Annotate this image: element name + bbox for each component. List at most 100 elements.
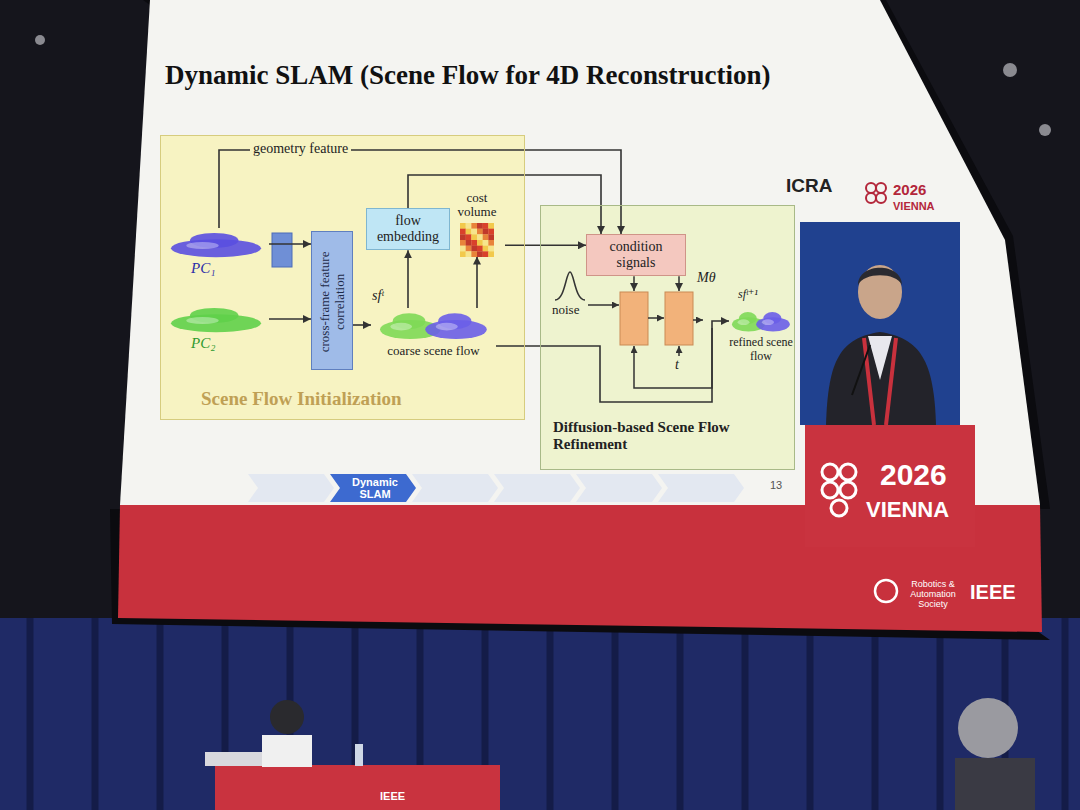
curtain (0, 618, 1080, 810)
process-box: cross-frame feature correlation (311, 231, 353, 370)
iteration-loop (634, 328, 712, 388)
heatmap-cell (471, 228, 477, 234)
heatmap-cell (466, 251, 472, 257)
heatmap-cell (466, 234, 472, 240)
noise-arrow (588, 304, 619, 306)
point-cloud-highlight (390, 323, 412, 331)
seated-person-head (270, 700, 304, 734)
curtain-fold (27, 618, 34, 810)
ceiling-light (1003, 63, 1017, 77)
region-panel: PC₁ PC₂ cross-frame feature correlation flo… (160, 135, 525, 420)
heatmap-cell (488, 240, 494, 246)
noise-label: noise (552, 303, 579, 317)
point-cloud-figure (169, 303, 264, 335)
curtain-fold (677, 618, 684, 810)
point-cloud-label: PC₁ (169, 260, 269, 277)
ceiling-light (35, 35, 45, 45)
timestep-label: t (675, 357, 679, 372)
speaker-video (800, 222, 960, 425)
society-logo (875, 580, 897, 602)
heatmap-cell (460, 245, 466, 251)
curtain-fold (937, 618, 944, 810)
heatmap-cell (488, 223, 494, 229)
conference-city: VIENNA (893, 200, 935, 212)
speaker-head (858, 265, 902, 319)
heatmap-cell (477, 234, 483, 240)
box-label: cross-frame feature correlation (318, 239, 348, 364)
point-cloud-highlight (186, 242, 218, 249)
conference-year: 2026 (880, 458, 947, 491)
podium-panel (805, 425, 975, 547)
point-cloud: PC₂ (169, 303, 269, 352)
heatmap-cell (466, 228, 472, 234)
flower-logo-petal (840, 464, 856, 480)
denoiser-block (620, 292, 648, 345)
heatmap-cell (483, 245, 489, 251)
flow-symbol: sfᵗ (372, 288, 384, 303)
curtain-fold (612, 618, 619, 810)
cost-volume-label: cost volume (449, 191, 505, 220)
water-bottle (355, 744, 363, 766)
edge-label: geometry feature (250, 141, 351, 157)
point-cloud-label: PC₂ (169, 335, 269, 352)
model-symbol: Mθ (697, 270, 716, 285)
audience-head (958, 698, 1018, 758)
slide-title: Dynamic SLAM (Scene Flow for 4D Reconstr… (165, 60, 770, 91)
scene-flow-figure: coarse scene flow (371, 308, 496, 359)
box-label: flow embedding (373, 213, 443, 245)
flow-arrow (496, 321, 729, 402)
heatmap-cell (488, 251, 494, 257)
screen-frame (110, 0, 1050, 640)
block-arrow (648, 317, 664, 319)
cost-volume-heatmap (460, 223, 494, 257)
society-name: Robotics & Automation Society (902, 580, 964, 610)
ieee-logo: IEEE (380, 790, 405, 802)
curtain-fold (547, 618, 554, 810)
speaker-shirt (868, 336, 892, 380)
heatmap-cell (488, 245, 494, 251)
nav-bar (248, 474, 744, 502)
curtain-folds (30, 618, 1065, 810)
nav-chevron (248, 474, 334, 502)
nav-chevron-active (330, 474, 416, 502)
cost-volume: cost volume (449, 191, 505, 257)
nav-item: Dynamic SLAM (342, 476, 408, 500)
flower-logo-petal (822, 482, 838, 498)
heatmap-cell (483, 223, 489, 229)
heatmap-cell (460, 240, 466, 246)
heatmap-cell (460, 251, 466, 257)
denoiser-block (665, 292, 693, 345)
heatmap-cell (488, 234, 494, 240)
heatmap-cell (471, 223, 477, 229)
presenter-desk (215, 765, 500, 810)
point-cloud-highlight (186, 317, 218, 324)
flow-arrow (505, 244, 586, 246)
figure-caption: coarse scene flow (371, 344, 496, 359)
flow-arrow (476, 257, 478, 308)
heatmap-cell (477, 223, 483, 229)
heatmap-cell (477, 228, 483, 234)
heatmap-cell (488, 228, 494, 234)
audience-body (955, 758, 1035, 810)
flower-logo-petal (876, 193, 886, 203)
heatmap-cell (466, 223, 472, 229)
curtain-fold (1062, 618, 1069, 810)
point-cloud-highlight (762, 319, 774, 325)
scene-flow-figure (731, 308, 791, 334)
heatmap-cell (471, 251, 477, 257)
conference-logo: ICRA (786, 176, 832, 197)
page-number: 13 (770, 479, 782, 491)
panel-caption: Diffusion-based Scene Flow Refinement (553, 419, 785, 454)
curtain-fold (807, 618, 814, 810)
heatmap-cell (466, 240, 472, 246)
flow-arrow (269, 243, 311, 245)
point-cloud: PC₁ (169, 228, 269, 277)
block-arrow (693, 319, 703, 321)
speaker-hair (858, 268, 902, 285)
scene-flow-figure: refined scene flow (729, 308, 793, 364)
flower-logo-petal (840, 482, 856, 498)
curtain-fold (872, 618, 879, 810)
flower-logo-petal (866, 193, 876, 203)
curtain-fold (157, 618, 164, 810)
